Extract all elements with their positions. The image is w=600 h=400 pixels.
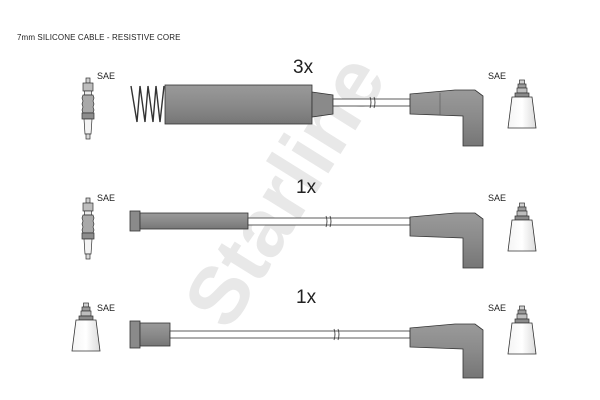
row-3-quantity: 1x: [296, 287, 317, 308]
row-1-spring-icon: [130, 85, 165, 123]
cable-spec-title: 7mm SILICONE CABLE - RESISTIVE CORE: [17, 33, 181, 42]
row-1-right-label: SAE: [488, 71, 507, 81]
row-3-left-label: SAE: [97, 303, 116, 313]
row-2-left-label: SAE: [97, 193, 116, 203]
row-1-quantity: 3x: [293, 57, 314, 78]
row-1-cable: [81, 77, 537, 147]
row-2-spark-plug: [81, 197, 95, 260]
row-3-right-coil-terminal: [507, 305, 537, 355]
row-2-quantity: 1x: [296, 177, 317, 198]
row-2-right-label: SAE: [488, 193, 507, 203]
row-3-right-label: SAE: [488, 303, 507, 313]
row-3-cable: [71, 302, 537, 379]
row-1-coil-terminal: [507, 79, 537, 129]
row-1-left-label: SAE: [97, 71, 116, 81]
row-2-coil-terminal: [507, 202, 537, 252]
row-1-spark-plug: [81, 77, 95, 140]
row-2-cable: [81, 197, 537, 269]
row-3-left-coil-terminal: [71, 302, 101, 352]
